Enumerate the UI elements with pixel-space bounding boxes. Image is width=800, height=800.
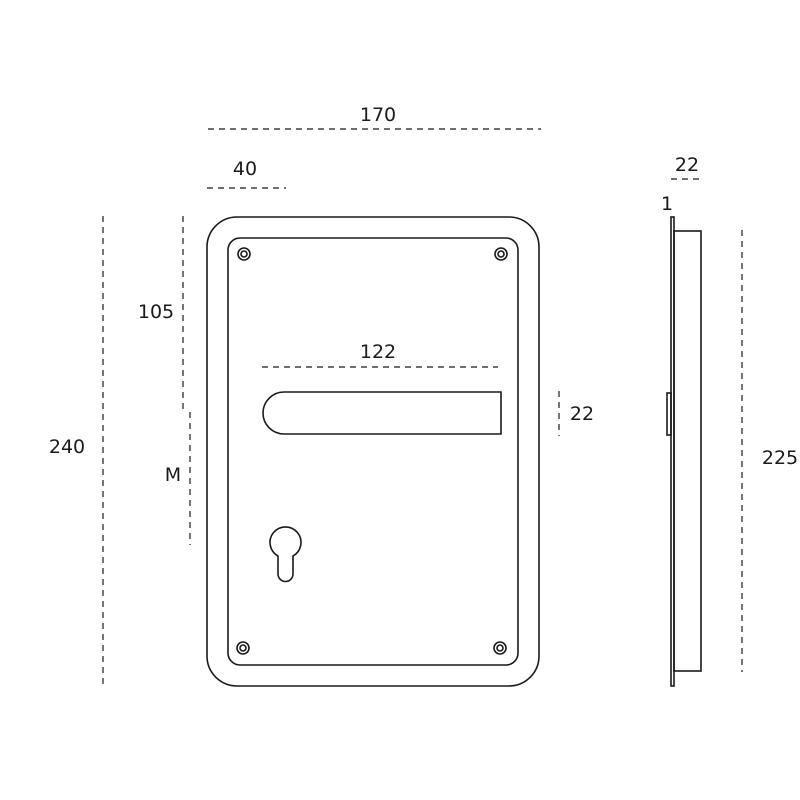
keyhole [269, 526, 302, 583]
label-225: 225 [762, 447, 798, 469]
screw-bottom-right [493, 641, 507, 655]
side-handle-stub [666, 392, 672, 436]
label-240: 240 [49, 436, 85, 458]
label-22-side: 22 [675, 154, 699, 176]
side-body [673, 230, 702, 672]
screw-top-right [494, 247, 508, 261]
dimension-lines [102, 128, 743, 686]
plate-inner-outline [227, 237, 519, 666]
handle-lever [262, 391, 502, 435]
label-1: 1 [661, 193, 673, 215]
front-view [206, 216, 540, 687]
screw-bottom-left [236, 641, 250, 655]
label-40: 40 [233, 158, 257, 180]
label-22-handle: 22 [570, 403, 594, 425]
dimension-labels: 170 40 105 M 240 122 22 22 1 225 [49, 104, 798, 486]
label-122: 122 [360, 341, 396, 363]
label-170: 170 [360, 104, 396, 126]
plate-outer-outline [206, 216, 540, 687]
label-m: M [165, 464, 181, 486]
screw-top-left [237, 247, 251, 261]
side-view [666, 216, 702, 687]
label-105: 105 [138, 301, 174, 323]
